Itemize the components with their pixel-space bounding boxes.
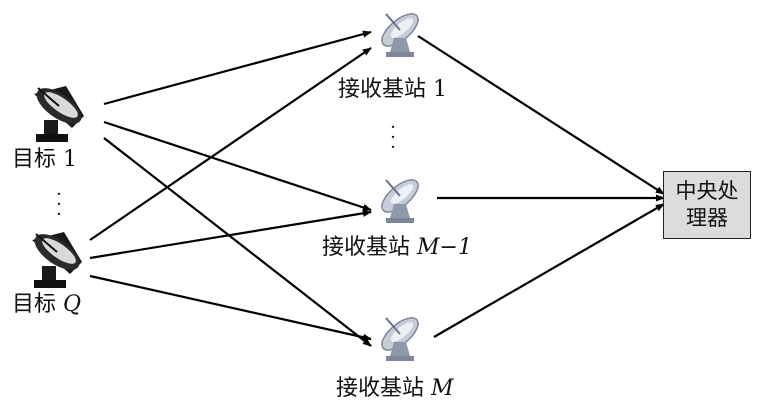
processor-line-1: 中央处 (675, 178, 739, 203)
satellite-dish-icon (375, 7, 425, 59)
arrow-tq-sm (89, 274, 372, 341)
target-ellipsis: ··· (56, 184, 62, 225)
central-processor-box: 中央处 理器 (663, 171, 751, 239)
arrow-t1-s1 (103, 30, 372, 106)
target-to-station-arrows (89, 30, 372, 347)
radar-dish-icon (29, 80, 89, 143)
radar-dish-icon (27, 226, 87, 289)
station-to-processor-arrows (417, 35, 665, 338)
target-label-1: 目标 1 (12, 147, 78, 172)
satellite-dish-icon (375, 311, 425, 362)
station-ellipsis: ··· (390, 117, 396, 158)
arrow-tq-sm1 (89, 209, 372, 260)
station-label-m: 接收基站 M (336, 376, 454, 401)
arrow-s1-proc (417, 35, 665, 195)
satellite-dish-icon (375, 173, 425, 224)
station-label-m-minus-1: 接收基站 M−1 (322, 235, 472, 260)
arrow-t1-sm (103, 137, 372, 347)
station-label-1: 接收基站 1 (338, 77, 448, 102)
arrow-tq-s1 (89, 47, 372, 241)
processor-line-2: 理器 (686, 206, 728, 230)
target-label-q: 目标 Q (12, 292, 82, 317)
arrow-t1-sm1 (103, 120, 372, 212)
arrow-sm-proc (433, 203, 665, 338)
